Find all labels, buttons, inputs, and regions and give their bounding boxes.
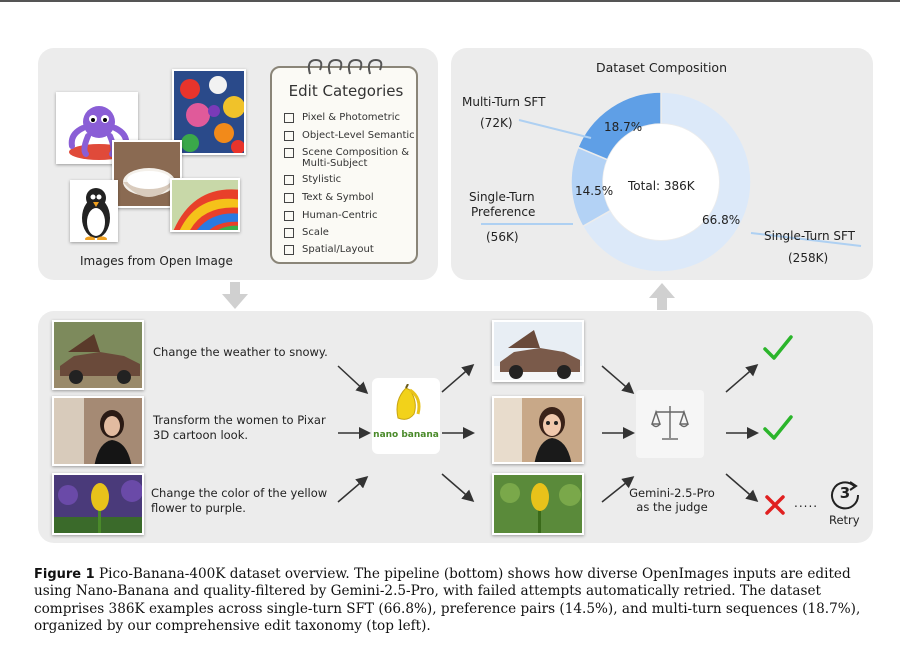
pipeline-panel — [38, 311, 873, 543]
banana-icon — [396, 384, 421, 420]
category-item: Spatial/Layout — [284, 244, 374, 255]
category-item: Object-Level Semantic — [284, 130, 415, 141]
caption-text: Pico-Banana-400K dataset overview. The p… — [34, 566, 861, 635]
series-name-pref-line1: Single-Turn — [469, 190, 535, 204]
figure-caption: Figure 1 Pico-Banana-400K dataset overvi… — [34, 566, 874, 636]
judge-label: Gemini-2.5-Pro as the judge — [629, 486, 715, 514]
output-pixar-woman-image — [492, 396, 584, 464]
series-count-pref: (56K) — [486, 230, 519, 244]
edit-prompt-2: Transform the women to Pixar 3D cartoon … — [153, 413, 326, 442]
editor-label: nano banana — [373, 430, 439, 440]
leader-line-multi — [518, 119, 592, 139]
retry-icon — [831, 481, 860, 510]
donut-hole — [603, 124, 719, 240]
input-car-image — [52, 320, 144, 390]
category-item: Scene Composition & Multi-Subject — [284, 147, 410, 169]
category-item: Pixel & Photometric — [284, 112, 400, 123]
top-rule — [0, 0, 900, 2]
check-icon — [763, 415, 793, 440]
category-item: Stylistic — [284, 174, 341, 185]
category-item: Human-Centric — [284, 210, 377, 221]
flower-painting-image — [172, 69, 246, 155]
input-woman-image — [52, 396, 144, 466]
judge-box — [636, 390, 704, 458]
category-item: Scale — [284, 227, 329, 238]
pct-label-pref: 14.5% — [575, 184, 614, 198]
source-images-label: Images from Open Image — [80, 254, 233, 268]
category-item: Text & Symbol — [284, 192, 374, 203]
retry-count: 3 — [839, 484, 851, 502]
series-name-sft: Single-Turn SFT — [764, 229, 856, 243]
edit-prompt-1: Change the weather to snowy. — [153, 345, 328, 359]
retry-label: Retry — [829, 513, 860, 527]
series-count-sft: (258K) — [788, 251, 829, 265]
edit-categories-title: Edit Categories — [288, 82, 404, 100]
output-snowy-car-image — [492, 320, 584, 382]
penguin-cartoon-image — [70, 180, 118, 242]
edit-prompt-3: Change the color of the yellow flower to… — [151, 486, 328, 515]
composition-title: Dataset Composition — [596, 60, 727, 75]
scales-of-justice-icon — [651, 406, 689, 440]
center-total-label: Total: 386K — [628, 179, 695, 193]
input-yellow-flower-image — [52, 473, 144, 535]
down-arrow-icon — [222, 282, 248, 309]
pct-label-multi: 18.7% — [604, 120, 643, 134]
pct-label-sft: 66.8% — [702, 213, 741, 227]
binder-rings-icon — [307, 58, 383, 75]
hot-air-balloon-image — [170, 178, 240, 232]
check-icon — [763, 335, 793, 360]
retry-dots: ..... — [794, 496, 819, 510]
figure-number: Figure 1 — [34, 567, 95, 582]
nano-banana-editor: nano banana — [372, 378, 440, 454]
up-arrow-icon — [649, 283, 675, 310]
series-count-multi: (72K) — [480, 116, 513, 130]
series-name-multi: Multi-Turn SFT — [462, 95, 546, 109]
leader-line-sft — [750, 232, 862, 247]
edit-categories-card: Edit Categories Pixel & Photometric Obje… — [270, 58, 418, 264]
output-flower-image — [492, 473, 584, 535]
cross-icon — [765, 495, 785, 515]
series-name-pref-line2: Preference — [471, 205, 536, 219]
composition-donut — [481, 91, 862, 273]
